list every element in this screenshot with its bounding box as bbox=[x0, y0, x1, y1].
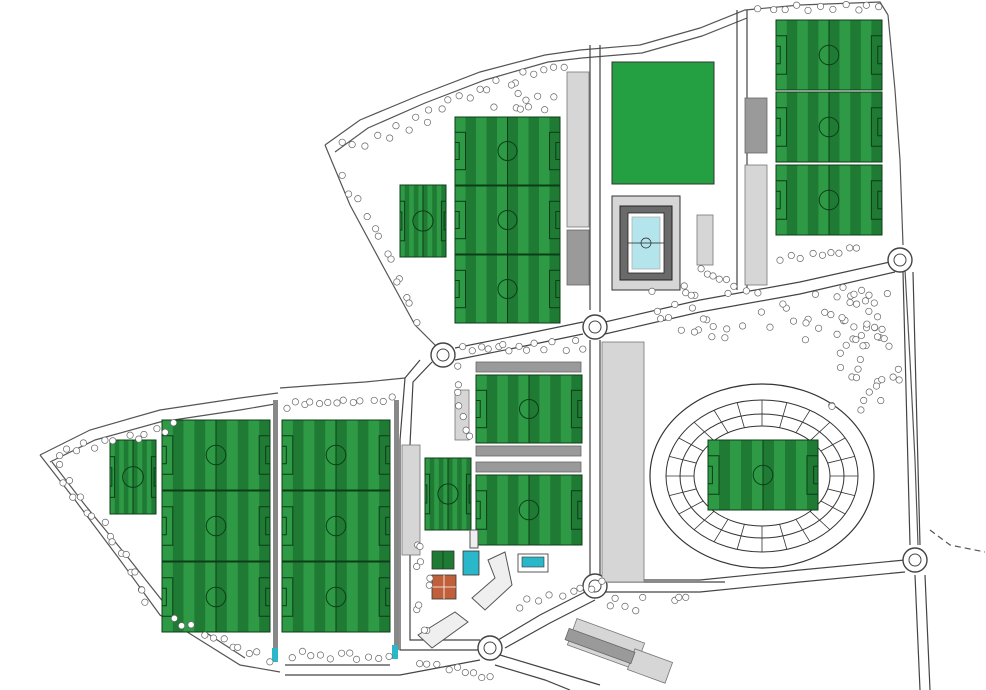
pitch-w1-3 bbox=[161, 561, 271, 633]
roundabout-east bbox=[887, 247, 913, 273]
stadium bbox=[649, 383, 875, 569]
building-south bbox=[417, 611, 469, 649]
south-diagonal-2 bbox=[504, 599, 596, 649]
north-parcel-boundary bbox=[324, 1, 889, 146]
pitch-w2-1 bbox=[281, 419, 391, 491]
pitch-nw-3 bbox=[454, 254, 561, 324]
stadium-pitch-field bbox=[707, 439, 819, 511]
indoor-arena bbox=[611, 195, 681, 291]
small-pitch-north bbox=[399, 184, 447, 258]
west-parcel-inner-boundary bbox=[49, 403, 276, 463]
parking-middle-2 bbox=[475, 461, 582, 473]
roundabout-south bbox=[477, 635, 503, 661]
roundabout-north-center bbox=[582, 314, 608, 340]
gate-west-1 bbox=[272, 648, 278, 662]
south-road-east bbox=[605, 559, 906, 581]
pitch-nw-1 bbox=[454, 116, 561, 186]
north-parcel-inner-boundary bbox=[334, 17, 748, 153]
football-pitches bbox=[109, 19, 883, 633]
south-road-bottom bbox=[499, 654, 601, 686]
training-field bbox=[611, 61, 715, 185]
stand-north-east-1 bbox=[744, 164, 768, 286]
parking-south-bottom bbox=[564, 627, 636, 665]
pitch-middle-1 bbox=[475, 374, 583, 444]
southeast-dashed-edge bbox=[929, 529, 986, 553]
east-road bbox=[902, 271, 911, 546]
south-road-east-2 bbox=[605, 571, 906, 593]
east-road-south bbox=[914, 574, 921, 690]
roundabout-southeast bbox=[902, 547, 928, 573]
stand-arena-east bbox=[696, 214, 714, 266]
middle-parcel-top-edge bbox=[279, 377, 406, 389]
small-pitch-west bbox=[109, 439, 157, 515]
stadium-radials bbox=[666, 400, 858, 552]
pitch-nw-2 bbox=[454, 185, 561, 255]
pitch-middle-2 bbox=[475, 474, 583, 546]
stand-north-west bbox=[566, 71, 590, 228]
south-diagonal bbox=[497, 591, 586, 641]
stand-middle-west bbox=[401, 444, 421, 556]
pool-large bbox=[521, 556, 545, 568]
south-road-west-2 bbox=[285, 659, 481, 676]
building-west-strip bbox=[469, 529, 479, 549]
east-boundary bbox=[887, 14, 904, 246]
stands-and-parking bbox=[272, 71, 768, 684]
parking-north-east bbox=[744, 97, 768, 154]
diagonal-road-north bbox=[604, 261, 891, 323]
diagonal-road-north-2 bbox=[604, 271, 896, 335]
pitch-w2-3 bbox=[281, 561, 391, 633]
tree-plantings bbox=[56, 1, 903, 682]
west-parcel-boundary bbox=[39, 392, 279, 456]
east-boundary-south bbox=[904, 269, 919, 546]
gate-west-2 bbox=[392, 645, 398, 659]
pitch-w2-2 bbox=[281, 490, 391, 562]
east-road-south-2 bbox=[924, 574, 931, 690]
south-road-bottom-2 bbox=[494, 664, 571, 690]
pitch-ne-2 bbox=[775, 91, 883, 163]
divider-west-2 bbox=[394, 400, 399, 650]
building-chevron bbox=[471, 551, 513, 611]
roundabouts bbox=[430, 247, 928, 661]
pool-small bbox=[462, 550, 480, 576]
east-road-2 bbox=[912, 271, 921, 546]
north-parcel-west-edge bbox=[324, 144, 441, 351]
amenities bbox=[417, 529, 549, 649]
parking-middle-top bbox=[475, 361, 582, 373]
pitch-ne-3 bbox=[775, 164, 883, 236]
access-road-west bbox=[399, 359, 480, 651]
pitch-w1-1 bbox=[161, 419, 271, 491]
stand-central bbox=[601, 341, 645, 583]
pitch-w1-2 bbox=[161, 490, 271, 562]
small-pitch-middle bbox=[424, 457, 472, 531]
parking-north-west bbox=[566, 229, 590, 286]
west-parcel-south-edge bbox=[39, 454, 281, 673]
pitch-ne-1 bbox=[775, 19, 883, 91]
roundabout-west bbox=[430, 342, 456, 368]
connector-west bbox=[454, 321, 584, 349]
divider-west-1 bbox=[273, 400, 278, 650]
parking-middle-1 bbox=[475, 445, 582, 457]
stadium-pitch bbox=[707, 439, 819, 511]
